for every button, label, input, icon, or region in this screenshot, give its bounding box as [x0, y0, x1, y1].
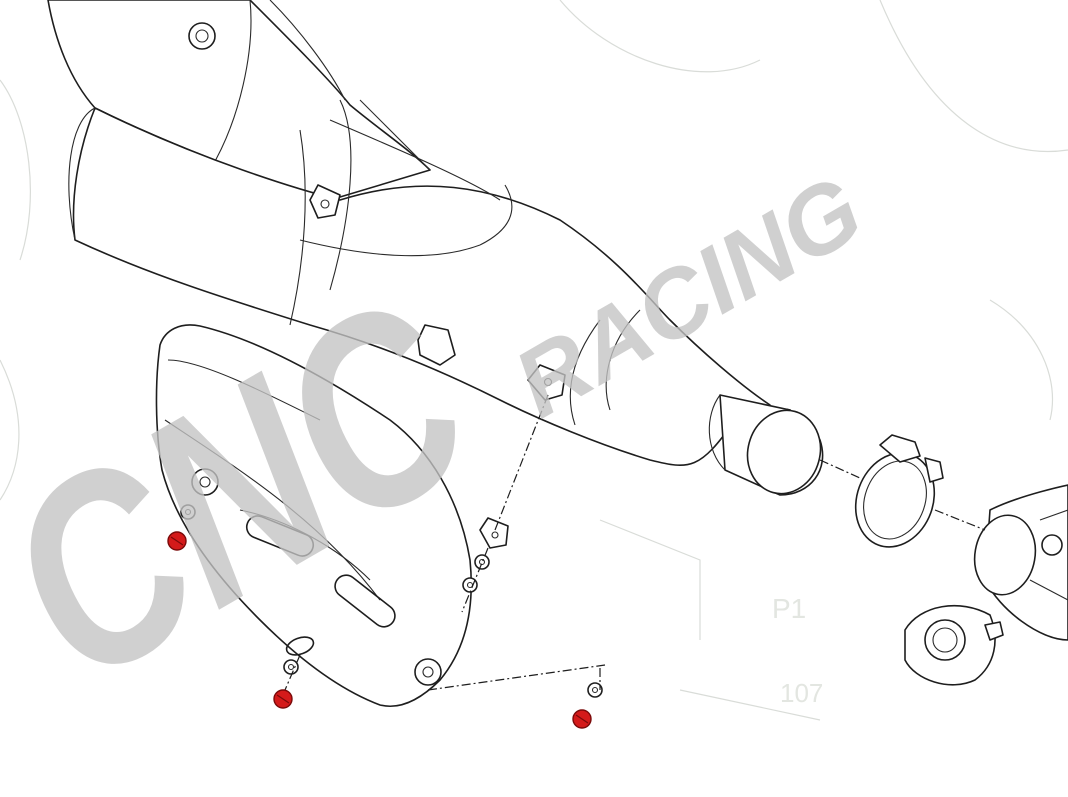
heat-shield-hole-top: [191, 468, 219, 496]
silencer-tab-middle: [417, 324, 456, 366]
washer-heat-shield-side: [283, 659, 299, 675]
washer-heat-shield-top: [180, 504, 196, 520]
clip-nut: [479, 517, 509, 549]
red-screw-heat-shield-bottom: [572, 709, 592, 729]
red-screw-heat-shield-top: [167, 531, 187, 551]
heat-shield-hole-bottom: [414, 658, 442, 686]
main-silencer: [68, 99, 824, 496]
silencer-tab-lower: [527, 364, 566, 401]
background-faint-labels: P1 107: [772, 593, 823, 708]
faint-label-a: P1: [772, 593, 806, 624]
silencer-mount-grommet: [188, 22, 216, 50]
silencer-tab-upper: [309, 184, 341, 219]
highlighted-screws: [167, 531, 592, 729]
washer-heat-shield-bottom: [587, 682, 603, 698]
faint-label-b: 107: [780, 678, 823, 708]
exhaust-clamp: [854, 434, 944, 548]
sensor-cap: [904, 604, 1004, 686]
heat-shield-slot-lower: [334, 574, 396, 628]
red-screw-heat-shield-side: [273, 689, 293, 709]
hardware: [180, 504, 603, 698]
heat-shield-hole-side: [285, 636, 315, 656]
muffler-inlet-assembly: [973, 484, 1068, 641]
assembly-guide-lines: [284, 394, 986, 691]
washer-tab-1: [474, 554, 490, 570]
heat-shield: [155, 324, 473, 707]
heat-shield-slot-upper: [245, 515, 315, 557]
background-faint-lines: [0, 0, 1068, 721]
